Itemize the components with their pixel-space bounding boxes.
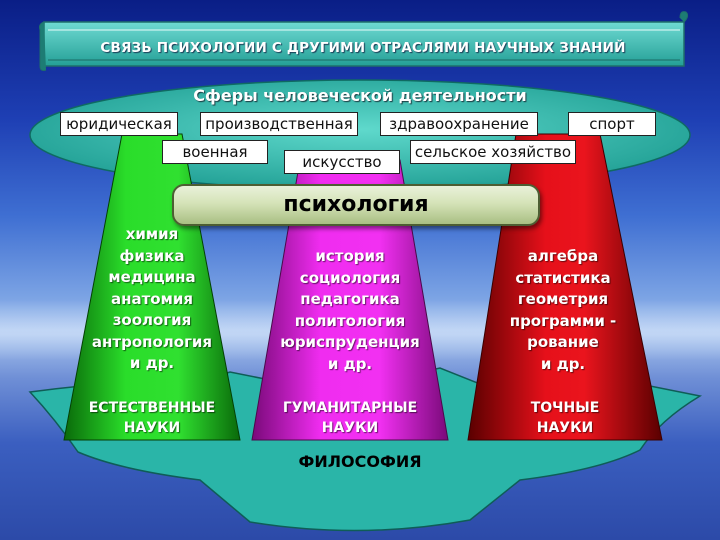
science-label-line: ГУМАНИТАРНЫЕ: [282, 400, 418, 416]
list-item: алгебра: [527, 247, 599, 265]
list-item: и др.: [327, 354, 373, 373]
list-item: анатомия: [110, 289, 193, 308]
exact-sciences-list: алгебра статистика геометрия программи -…: [488, 246, 638, 375]
list-item: химия: [125, 225, 179, 243]
humanities-list: история социология педагогика политологи…: [262, 246, 438, 375]
list-item: антропология: [91, 332, 213, 351]
list-item: физика: [119, 246, 185, 265]
sphere-agriculture: сельское хозяйство: [410, 140, 576, 164]
philosophy-label: ФИЛОСОФИЯ: [298, 452, 422, 471]
sphere-production: производственная: [200, 112, 358, 136]
list-item: медицина: [108, 268, 196, 286]
natural-sciences-label: ЕСТЕСТВЕННЫЕ НАУКИ: [62, 398, 242, 438]
natural-sciences-list: химия физика медицина анатомия зоология …: [70, 224, 234, 375]
list-item: зоология: [112, 311, 192, 329]
sphere-military: военная: [162, 140, 268, 164]
list-item: политология: [294, 311, 406, 330]
title-scroll: [39, 11, 689, 71]
list-item: и др.: [540, 354, 586, 373]
psychology-center: психология: [172, 184, 540, 226]
sphere-art: искусство: [284, 150, 400, 174]
list-item: программи -: [509, 311, 617, 330]
list-item: история: [315, 247, 385, 265]
sphere-legal: юридическая: [60, 112, 178, 136]
slide-title: СВЯЗЬ ПСИХОЛОГИИ С ДРУГИМИ ОТРАСЛЯМИ НАУ…: [100, 40, 626, 56]
exact-sciences-label: ТОЧНЫЕ НАУКИ: [468, 398, 662, 438]
science-label-line: НАУКИ: [123, 420, 181, 436]
humanities-label: ГУМАНИТАРНЫЕ НАУКИ: [252, 398, 448, 438]
science-label-line: ТОЧНЫЕ: [530, 400, 600, 416]
list-item: педагогика: [300, 290, 400, 308]
sphere-healthcare: здравоохранение: [380, 112, 538, 136]
list-item: геометрия: [517, 290, 609, 308]
science-label-line: НАУКИ: [536, 420, 594, 436]
list-item: юриспруденция: [280, 333, 420, 351]
spheres-title: Сферы человеческой деятельности: [193, 86, 527, 105]
science-label-line: НАУКИ: [321, 420, 379, 436]
science-label-line: ЕСТЕСТВЕННЫЕ: [88, 400, 216, 416]
sphere-sport: спорт: [568, 112, 656, 136]
list-item: и др.: [129, 354, 175, 372]
list-item: социология: [299, 268, 401, 287]
list-item: статистика: [515, 268, 611, 287]
list-item: рование: [527, 333, 599, 351]
